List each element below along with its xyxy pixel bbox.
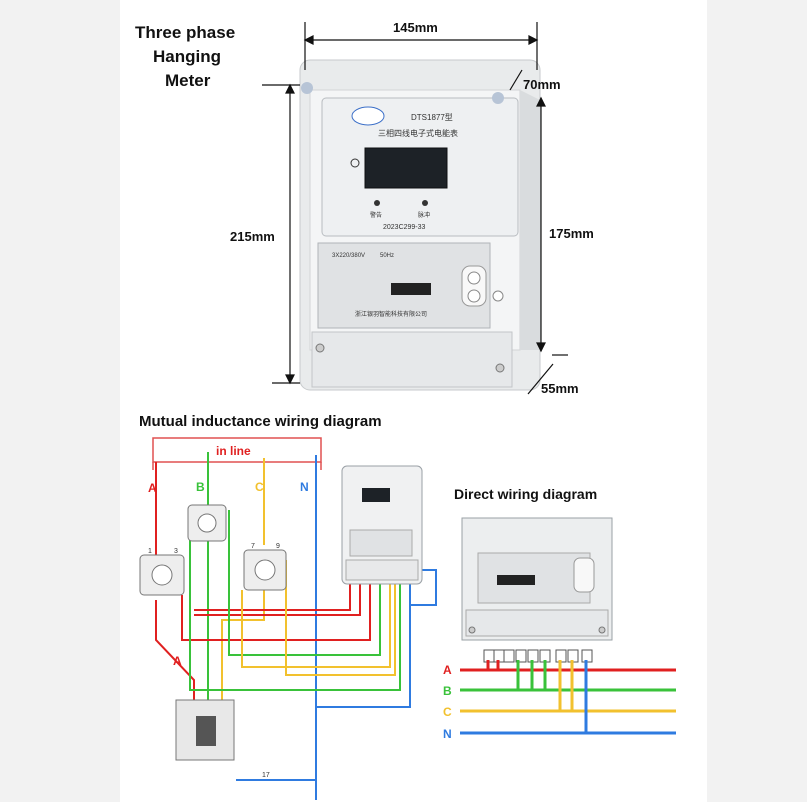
mutual-phase-c: C	[255, 480, 264, 494]
mutual-phase-a: A	[148, 481, 157, 495]
wire-label-17: 17	[262, 772, 270, 779]
mutual-phase-b: B	[196, 480, 205, 494]
direct-phase-a: A	[443, 663, 452, 677]
ct-right	[243, 549, 287, 591]
ct-middle	[187, 504, 227, 542]
direct-title: Direct wiring diagram	[454, 486, 597, 502]
mutual-meter-thumbnail	[341, 465, 423, 585]
dim-depth: 70mm	[523, 77, 561, 92]
pulse-led-icon	[422, 200, 428, 206]
company-label: 浙江银羽智能科技有限公司	[355, 310, 427, 318]
ct-left-terminal-1: 1	[148, 548, 152, 555]
direct-wires	[460, 660, 676, 735]
ct-left	[139, 554, 185, 596]
warning-label: 警告	[370, 211, 382, 219]
ct-right-terminal-9: 9	[276, 543, 280, 550]
pulse-label: 脉冲	[418, 211, 430, 219]
dim-width: 145mm	[393, 20, 438, 35]
direct-meter	[461, 517, 613, 641]
dim-height-total: 215mm	[230, 229, 275, 244]
ct-left-terminal-3: 3	[174, 548, 178, 555]
freq-label: 50Hz	[380, 253, 394, 259]
barcode	[391, 283, 431, 295]
direct-terminals	[483, 649, 593, 663]
cert-number: 2023C299-33	[383, 224, 426, 231]
optical-port-icon	[350, 158, 360, 168]
mutual-wires	[155, 452, 437, 800]
title-line-1: Three phase	[135, 23, 235, 42]
direct-phase-c: C	[443, 705, 452, 719]
dim-depth-bottom: 55mm	[541, 381, 579, 396]
title-line-2: Hanging	[153, 47, 221, 66]
rating-label: 3X220/380V	[332, 253, 365, 259]
warning-led-icon	[374, 200, 380, 206]
mutual-phase-n: N	[300, 480, 309, 494]
brand-logo-icon	[351, 106, 385, 126]
direct-phase-n: N	[443, 727, 452, 741]
dim-height-inner: 175mm	[549, 226, 594, 241]
direct-phase-b: B	[443, 684, 452, 698]
dimension-lines	[262, 22, 568, 395]
left-margin	[0, 0, 120, 802]
right-margin	[707, 0, 807, 802]
meter-subtitle: 三相四线电子式电能表	[378, 128, 458, 138]
title-line-3: Meter	[165, 71, 211, 90]
meter-model: DTS1877型	[411, 113, 453, 122]
in-line-label: in line	[216, 444, 251, 458]
meter-illustration	[299, 59, 541, 391]
mutual-title: Mutual inductance wiring diagram	[139, 413, 382, 430]
breaker	[175, 699, 235, 761]
mutual-phase-a-lower: A	[173, 654, 182, 668]
meter-display	[364, 147, 448, 189]
ct-right-terminal-7: 7	[251, 543, 255, 550]
in-line-box	[152, 437, 322, 470]
